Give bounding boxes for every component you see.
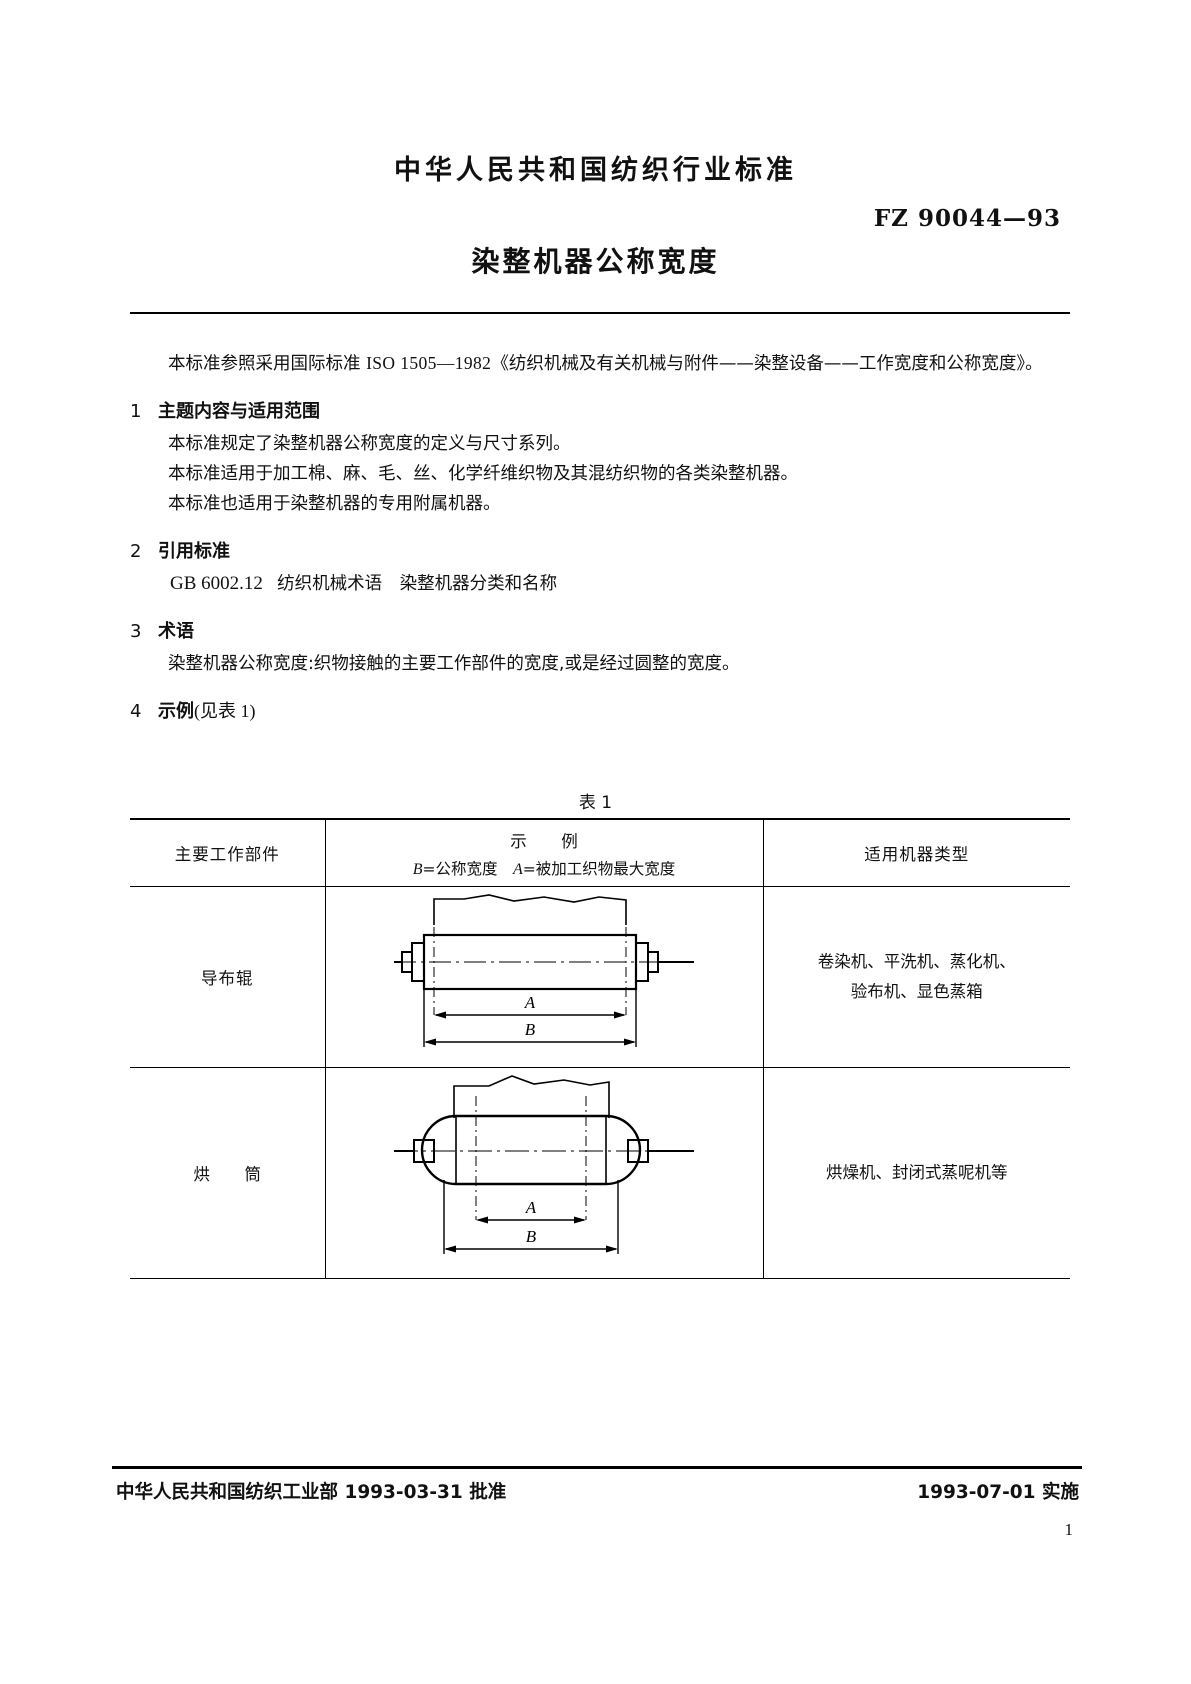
- row1-dimension-b-label: B: [525, 1020, 536, 1039]
- section-3-heading: 3 术语: [130, 617, 1070, 643]
- section-1-title: 主题内容与适用范围: [158, 401, 320, 422]
- reference-title: 纺织机械术语 染整机器分类和名称: [277, 574, 558, 594]
- section-1-line-1: 本标准规定了染整机器公称宽度的定义与尺寸系列。: [168, 434, 571, 454]
- section-1-body: 本标准规定了染整机器公称宽度的定义与尺寸系列。 本标准适用于加工棉、麻、毛、丝、…: [168, 429, 1070, 519]
- section-1-heading: 1 主题内容与适用范围: [130, 397, 1070, 423]
- guide-roller-diagram: A B: [394, 894, 694, 1047]
- footer-approval: 中华人民共和国纺织工业部 1993-03-31 批准: [116, 1482, 507, 1503]
- section-4-suffix: (见表 1): [194, 701, 256, 721]
- row2-diagram-cell: A B: [324, 1067, 764, 1279]
- header-example: 示 例 B=公称宽度 A=被加工织物最大宽度: [324, 818, 764, 887]
- header-col3-label: 适用机器类型: [864, 845, 970, 864]
- table-row: 导布辊: [130, 886, 1070, 1068]
- header-col2-title: 示 例: [510, 831, 587, 851]
- document-body: 本标准参照采用国际标准 ISO 1505—1982《纺织机械及有关机械与附件——…: [130, 348, 1070, 723]
- footer-effective-date: 1993-07-01 实施: [917, 1482, 1079, 1503]
- row2-part-label: 烘 筒: [193, 1165, 270, 1184]
- standard-code: FZ 90044—93: [873, 205, 1061, 232]
- intro-paragraph: 本标准参照采用国际标准 ISO 1505—1982《纺织机械及有关机械与附件——…: [130, 348, 1070, 379]
- table-caption: 表 1: [578, 793, 613, 813]
- section-2-number: 2: [130, 541, 142, 562]
- iso-reference: ISO 1505—1982: [366, 353, 492, 373]
- section-3-body: 染整机器公称宽度:织物接触的主要工作部件的宽度,或是经过圆整的宽度。: [168, 649, 1070, 679]
- table-header-row: 主要工作部件 示 例 B=公称宽度 A=被加工织物最大宽度 适用机器类型: [130, 818, 1070, 887]
- legend-text-a: =被加工织物最大宽度: [522, 859, 676, 878]
- table-row: 烘 筒: [130, 1067, 1070, 1279]
- row2-machines-line-1: 烘燥机、封闭式蒸呢机等: [826, 1163, 1008, 1182]
- section-1-line-3: 本标准也适用于染整机器的专用附属机器。: [168, 494, 501, 514]
- header-col1-label: 主要工作部件: [174, 845, 280, 864]
- header-main-working-part: 主要工作部件: [130, 818, 326, 887]
- header-divider: [130, 312, 1070, 314]
- reference-code: GB 6002.12: [170, 573, 263, 594]
- row2-part-cell: 烘 筒: [130, 1067, 326, 1279]
- row1-dimension-a-label: A: [524, 993, 536, 1012]
- row1-part-label: 导布辊: [201, 969, 254, 988]
- section-4-title: 示例: [158, 701, 194, 722]
- section-1-line-2: 本标准适用于加工棉、麻、毛、丝、化学纤维织物及其混纺织物的各类染整机器。: [168, 464, 798, 484]
- row1-machines-line-1: 卷染机、平洗机、蒸化机、: [817, 952, 1016, 971]
- section-2-heading: 2 引用标准: [130, 537, 1070, 563]
- section-3-number: 3: [130, 621, 142, 642]
- row1-diagram-cell: A B: [324, 886, 764, 1068]
- legend-text-b: =公称宽度: [422, 859, 513, 878]
- examples-table: 主要工作部件 示 例 B=公称宽度 A=被加工织物最大宽度 适用机器类型 导布辊: [130, 818, 1070, 1279]
- row1-machines-cell: 卷染机、平洗机、蒸化机、 验布机、显色蒸箱: [762, 886, 1070, 1068]
- page-title: 染整机器公称宽度: [471, 245, 720, 278]
- section-3-title: 术语: [158, 621, 194, 642]
- section-2-title: 引用标准: [158, 541, 230, 562]
- page-number: 1: [1064, 1520, 1074, 1539]
- section-3-line-1: 染整机器公称宽度:织物接触的主要工作部件的宽度,或是经过圆整的宽度。: [168, 654, 740, 674]
- standard-organization: 中华人民共和国纺织行业标准: [394, 155, 797, 186]
- section-4-heading: 4 示例(见表 1): [130, 697, 1070, 723]
- section-4-number: 4: [130, 701, 142, 722]
- legend-symbol-b: B: [412, 860, 423, 878]
- legend-symbol-a: A: [513, 860, 523, 878]
- row2-dimension-a-label: A: [525, 1198, 537, 1217]
- row2-dimension-b-label: B: [526, 1227, 537, 1246]
- row2-machines-cell: 烘燥机、封闭式蒸呢机等: [762, 1067, 1070, 1279]
- header-machine-types: 适用机器类型: [762, 818, 1070, 887]
- row1-machines-line-2: 验布机、显色蒸箱: [850, 982, 983, 1001]
- footer-divider: [112, 1466, 1082, 1469]
- intro-text-2: 《纺织机械及有关机械与附件——染整设备——工作宽度和公称宽度》。: [491, 354, 1043, 374]
- section-1-number: 1: [130, 401, 142, 422]
- section-2-reference: GB 6002.12 纺织机械术语 染整机器分类和名称: [170, 569, 1070, 599]
- row1-part-cell: 导布辊: [130, 886, 326, 1068]
- intro-text-1: 本标准参照采用国际标准: [168, 354, 367, 374]
- drying-cylinder-diagram: A B: [394, 1075, 694, 1254]
- header-col2-legend: B=公称宽度 A=被加工织物最大宽度: [326, 857, 763, 879]
